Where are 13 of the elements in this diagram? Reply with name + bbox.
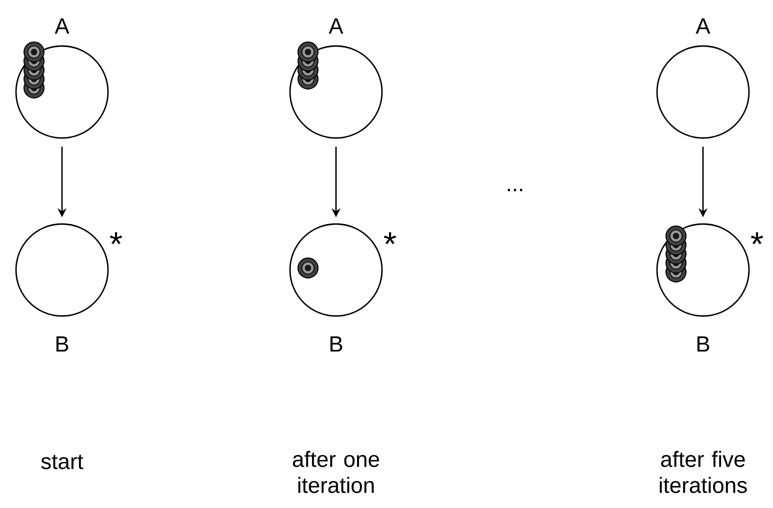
caption-text: after one iteration	[292, 450, 380, 494]
node-label: *	[110, 232, 122, 244]
caption-text: start	[41, 454, 84, 470]
node-label: B	[330, 336, 342, 352]
node-label: A	[696, 18, 710, 34]
node-label: A	[54, 18, 70, 34]
node-label: *	[750, 232, 764, 244]
node-label: A	[328, 18, 344, 34]
caption-text: after five iterations	[660, 450, 747, 494]
node-label: B	[697, 336, 710, 352]
ellipsis: ...	[508, 188, 522, 192]
node-label: B	[56, 336, 68, 352]
node-label: *	[384, 232, 396, 244]
